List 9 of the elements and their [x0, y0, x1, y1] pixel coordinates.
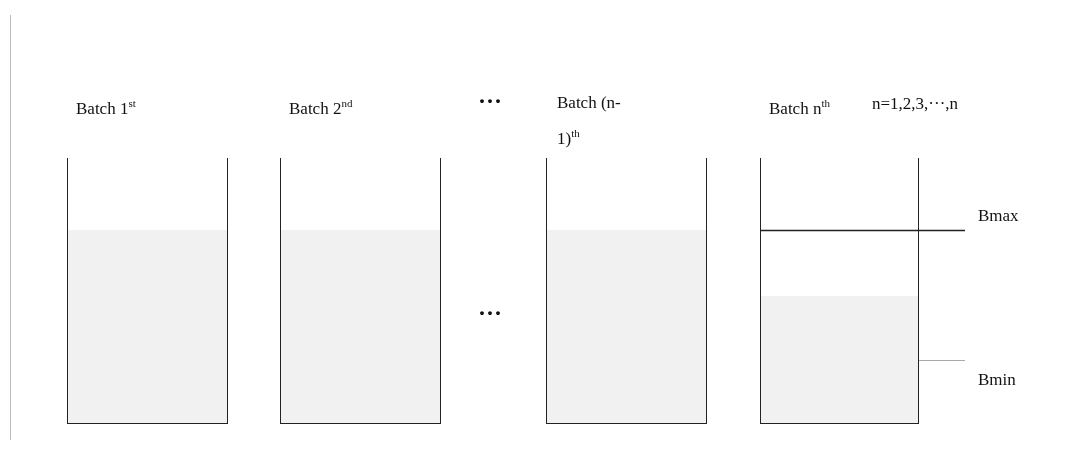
index-note: n=1,2,3,···,n	[872, 94, 959, 114]
batch-label: Batch 1$^{st}$	[76, 96, 137, 120]
batch-label: Batch 2$^{nd}$	[289, 96, 354, 120]
batch-label: Batch (n-1)$^{th}$	[557, 92, 622, 150]
max-label: Bmax	[978, 206, 1019, 226]
ellipsis: ···	[478, 88, 502, 115]
ellipsis: ···	[478, 300, 502, 327]
min-label: Bmin	[978, 370, 1016, 390]
batch-label: Batch n$^{th}$	[769, 96, 831, 120]
